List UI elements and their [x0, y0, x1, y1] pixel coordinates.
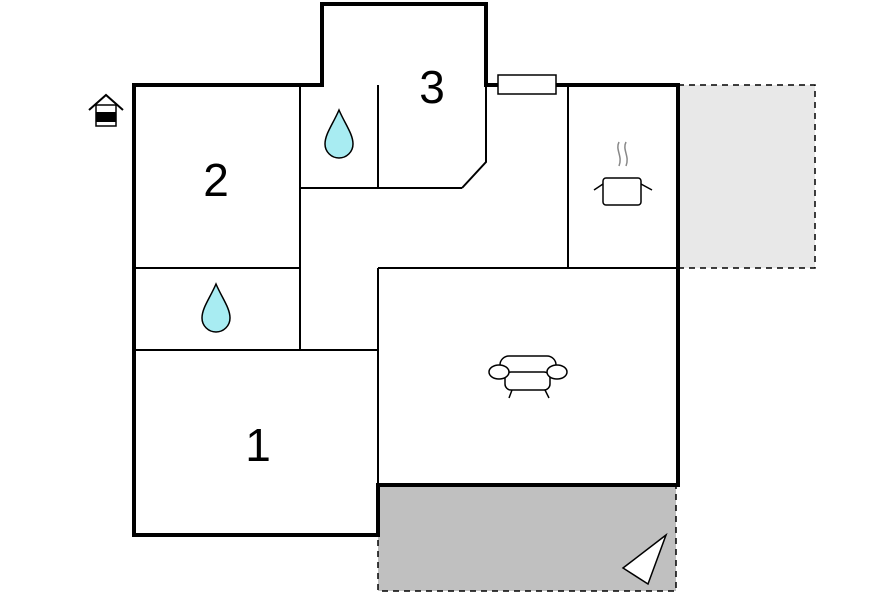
window [497, 74, 557, 95]
armchair-icon [488, 355, 568, 399]
room-number-3: 3 [419, 61, 445, 113]
side-terrace [678, 85, 815, 268]
house-entrance-icon [88, 93, 124, 127]
water-drop-icon [324, 108, 354, 159]
cooking-pot-icon [593, 141, 653, 206]
sun-triangle-icon [621, 532, 668, 586]
water-drop-icon [201, 282, 231, 333]
outer-wall [132, 2, 680, 537]
room-number-1: 1 [245, 419, 271, 471]
room-number-2: 2 [203, 154, 229, 206]
inner-walls [134, 85, 678, 485]
front-terrace [378, 485, 676, 591]
